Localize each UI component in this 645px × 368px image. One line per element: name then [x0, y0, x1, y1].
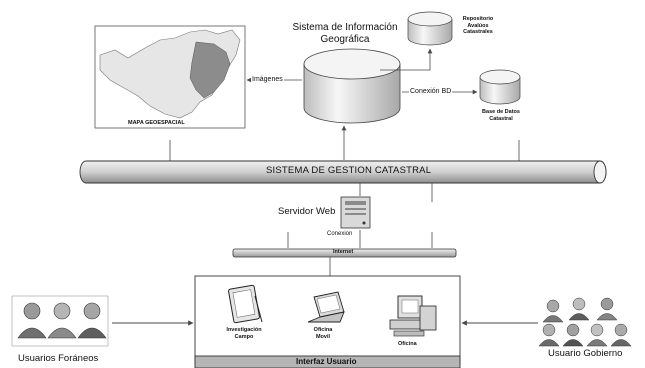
bus-label: SISTEMA DE GESTION CATASTRAL — [266, 165, 432, 176]
person-icon — [596, 297, 618, 321]
web-server-label: Servidor Web — [278, 206, 336, 217]
government-users-photo — [538, 297, 632, 347]
repository-cylinder — [407, 11, 453, 46]
person-icon — [586, 323, 608, 347]
person-icon — [17, 302, 47, 339]
person-icon — [562, 323, 584, 347]
person-icon — [542, 299, 564, 323]
map-highlight-region — [189, 41, 231, 99]
internet-label: Internet — [333, 249, 354, 255]
government-users-label: Usuario Gobierno — [548, 348, 623, 359]
repository-connector — [380, 48, 433, 71]
gis-database-cylinder — [303, 48, 401, 124]
interface-label: Interfaz Usuario — [296, 357, 357, 366]
foreign-users-photo — [11, 295, 109, 347]
person-icon — [77, 302, 107, 339]
map-label: MAPA GEOESPACIAL — [128, 120, 185, 126]
device-label-field: Investigación Campo — [226, 327, 262, 340]
laptop-icon — [307, 291, 345, 323]
person-icon — [568, 297, 590, 321]
person-icon — [538, 323, 560, 347]
geospatial-map — [94, 25, 246, 129]
device-label-mobile: Oficina Movil — [313, 327, 333, 340]
images-link-label: Imágenes — [251, 76, 284, 83]
person-icon — [47, 302, 77, 339]
db-connection-label: Conexión BD — [409, 88, 453, 95]
device-label-office: Oficina — [398, 341, 417, 347]
connection-label: Conexion — [327, 231, 353, 237]
internet-bar — [232, 248, 457, 258]
foreign-users-label: Usuarios Foráneos — [18, 353, 99, 364]
desktop-computer-icon — [389, 295, 437, 337]
catastral-db-label: Base de Datos Catastral — [482, 109, 520, 122]
web-server-icon — [340, 196, 371, 229]
management-system-bus — [79, 160, 607, 184]
catastral-database-cylinder — [479, 69, 521, 105]
gis-title: Sistema de Información Geográfica — [292, 22, 398, 45]
person-icon — [610, 323, 632, 347]
repository-label: Repositorio Avalúos Catastrales — [462, 16, 494, 36]
tablet-icon — [228, 284, 263, 324]
